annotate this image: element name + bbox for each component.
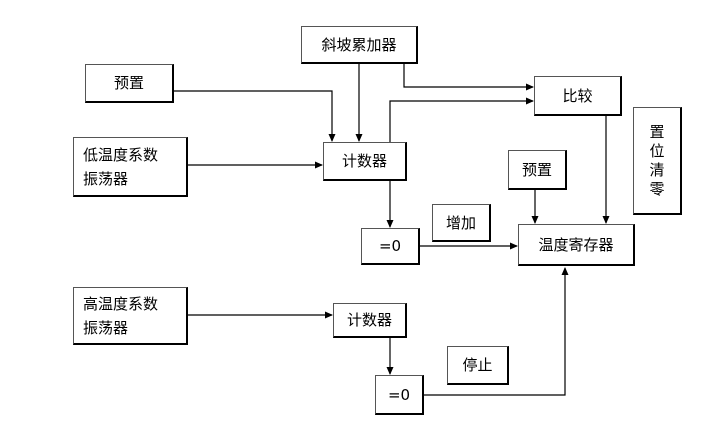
arrow-zero2-to-register bbox=[424, 267, 569, 396]
low-temp-oscillator-box: 低温度系数 振荡器 bbox=[73, 137, 188, 197]
high-temp-oscillator-box: 高温度系数 振荡器 bbox=[73, 287, 188, 345]
preset-box-2: 预置 bbox=[508, 150, 567, 190]
reset-zero-char-1: 置 bbox=[649, 122, 665, 141]
zero-check-box-2: =0 bbox=[375, 375, 424, 415]
reset-zero-char-4: 零 bbox=[649, 179, 665, 198]
preset-box-1: 预置 bbox=[85, 64, 174, 103]
counter-box-1: 计数器 bbox=[323, 142, 407, 181]
reset-zero-char-2: 位 bbox=[649, 141, 665, 160]
low-temp-oscillator-line2: 振荡器 bbox=[83, 169, 129, 188]
counter-box-2: 计数器 bbox=[333, 303, 407, 338]
arrow-counter1-to-compare bbox=[389, 97, 534, 142]
high-temp-oscillator-line1: 高温度系数 bbox=[83, 294, 159, 313]
stop-box: 停止 bbox=[447, 346, 509, 385]
ramp-accumulator-box: 斜坡累加器 bbox=[301, 26, 418, 64]
high-temp-oscillator-line2: 振荡器 bbox=[83, 318, 129, 337]
reset-zero-char-3: 清 bbox=[649, 160, 665, 179]
increase-box: 增加 bbox=[432, 204, 491, 242]
temperature-register-box: 温度寄存器 bbox=[518, 224, 635, 266]
arrow-ramp-to-compare bbox=[403, 64, 534, 91]
reset-zero-box: 置 位 清 零 bbox=[633, 107, 682, 215]
compare-box: 比较 bbox=[534, 76, 622, 116]
zero-check-box-1: =0 bbox=[361, 228, 420, 265]
arrow-preset1-to-counter1 bbox=[174, 90, 336, 142]
low-temp-oscillator-line1: 低温度系数 bbox=[83, 145, 159, 164]
